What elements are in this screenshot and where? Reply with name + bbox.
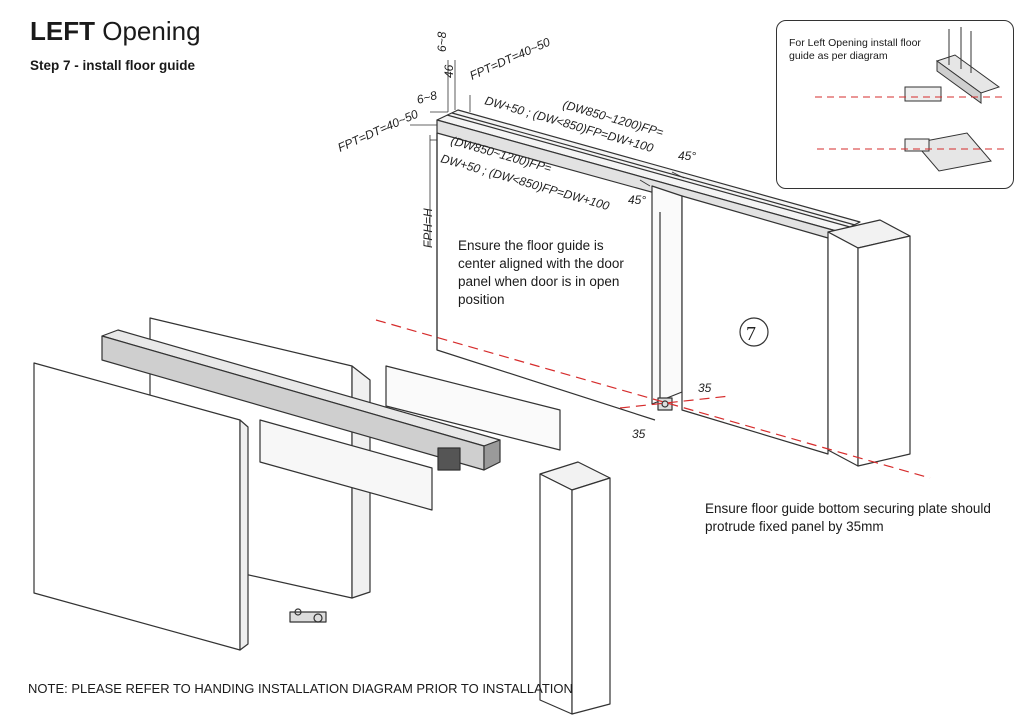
step-marker-circle (739, 317, 769, 347)
exploded-floor-guide (289, 608, 327, 623)
title-rest: Opening (95, 16, 201, 46)
dim-6-8-top: 6~8 (435, 31, 449, 52)
inset-illustration (815, 27, 1007, 172)
dim-35-right: 35 (698, 381, 712, 395)
center-line-main (375, 319, 931, 479)
dim-angle-left: 45° (628, 193, 646, 207)
center-line-floor (619, 395, 731, 409)
step-heading: Step 7 - install floor guide (30, 58, 196, 73)
bottom-note: NOTE: PLEASE REFER TO HANDING INSTALLATI… (28, 681, 573, 696)
dim-fph: FPH=H (421, 208, 435, 248)
sliding-panel-assembled (651, 185, 683, 405)
page-title: LEFT Opening (30, 16, 201, 46)
exploded-pillar (539, 461, 611, 715)
exploded-top-strip (385, 365, 561, 451)
right-pillar (827, 219, 911, 467)
exploded-transom-panel (259, 419, 433, 511)
dim-fpt-left: FPT=DT=40~50 (336, 107, 421, 155)
fixed-panel-assembled (436, 133, 656, 421)
exploded-front-panel (33, 362, 249, 651)
wall-opening-face (681, 195, 829, 455)
step-marker-number: 7 (746, 323, 756, 345)
dim-46: 46 (442, 64, 456, 78)
title-bold: LEFT (30, 16, 95, 46)
dim-angle-right: 45° (678, 149, 696, 163)
dim-fpt-right: FPT=DT=40~50 (468, 35, 553, 83)
dim-35-left: 35 (632, 427, 646, 441)
exploded-header-rail (101, 329, 501, 471)
inset-detail: For Left Opening install floor guide as … (776, 20, 1014, 189)
protrude-note: Ensure floor guide bottom securing plate… (705, 501, 991, 534)
inset-caption: For Left Opening install floor guide as … (789, 37, 921, 62)
center-align-note: Ensure the floor guide is center aligned… (458, 238, 624, 307)
dim-6-8-left: 6~8 (415, 88, 439, 107)
